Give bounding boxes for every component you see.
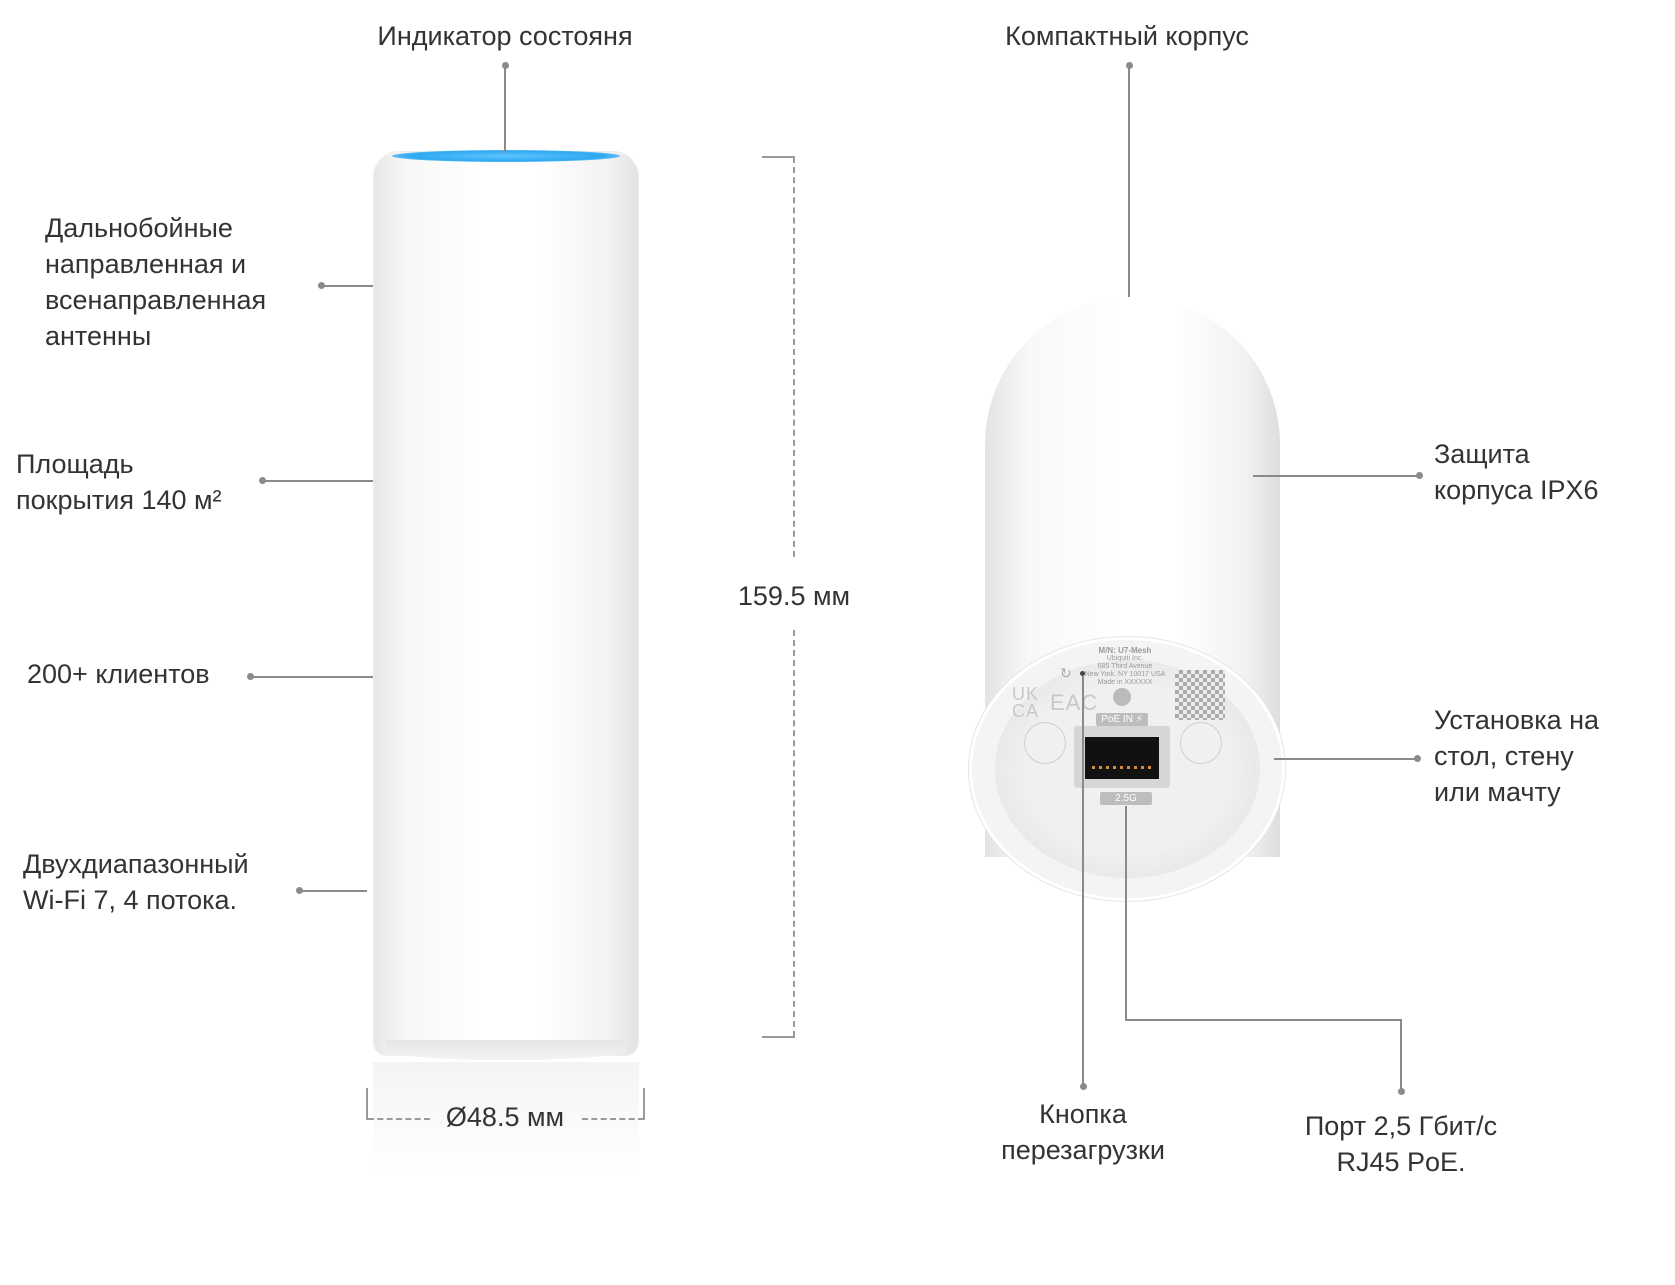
label-line: Двухдиапазонный [23, 849, 249, 879]
dimension-tick-right [643, 1088, 645, 1120]
callout-line [1274, 758, 1418, 760]
rj45-port[interactable] [1085, 737, 1159, 779]
speed-tag: 2.5G [1100, 792, 1152, 805]
label-status-indicator: Индикатор состояня [377, 21, 633, 51]
certification-marks: UK CA [1012, 684, 1040, 721]
sticker-line: New York, NY 10017 USA [1084, 671, 1166, 678]
reset-icon: ↻ [1060, 665, 1072, 681]
callout-dot [318, 282, 325, 289]
sticker-line: Ubiquiti Inc. [1106, 655, 1144, 662]
callout-line [322, 285, 373, 287]
label-line: Дальнобойные [45, 213, 233, 243]
label-line: корпуса IPX6 [1434, 475, 1599, 505]
label-line: Площадь [16, 449, 134, 479]
label-line: Wi-Fi 7, 4 потока. [23, 885, 238, 915]
reset-button[interactable] [1080, 671, 1085, 676]
callout-line [263, 480, 373, 482]
callout-dot [247, 673, 254, 680]
label-line: покрытия 140 м² [16, 485, 222, 515]
height-dimension: 159.5 мм [737, 581, 851, 611]
qr-code [1175, 670, 1225, 720]
model-number: M/N: U7-Mesh [1098, 646, 1152, 655]
dimension-line [793, 630, 795, 1037]
mark-ca: CA [1012, 701, 1040, 721]
rj45-pins [1092, 766, 1152, 769]
sticker-line: Made in XXXXXX [1097, 679, 1153, 686]
label-line: Защита [1434, 439, 1530, 469]
callout-line [1125, 806, 1127, 1021]
dimension-tick-left [366, 1088, 368, 1120]
poe-in-tag: PoE IN ⚡ [1096, 713, 1148, 726]
callout-dot [296, 887, 303, 894]
label-line: Кнопка [1039, 1099, 1127, 1129]
device-sticker: M/N: U7-Mesh Ubiquiti Inc. 685 Third Ave… [1085, 647, 1166, 687]
label-line: антенны [45, 321, 152, 351]
callout-line [1128, 65, 1130, 297]
access-point-front-view [373, 151, 639, 1056]
callout-dot [259, 477, 266, 484]
callout-line [300, 890, 367, 892]
callout-dot [1416, 472, 1423, 479]
screw-hole [1113, 688, 1131, 706]
mount-hole [1024, 722, 1066, 764]
label-line: или мачту [1434, 777, 1561, 807]
callout-line [1082, 676, 1084, 1086]
callout-line [504, 65, 506, 153]
device-base [385, 1040, 627, 1060]
label-wifi: Двухдиапазонный Wi-Fi 7, 4 потока. [23, 846, 249, 918]
mark-uk: UK [1012, 684, 1040, 704]
callout-dot [1414, 755, 1421, 762]
dimension-line [582, 1118, 644, 1120]
label-line: направленная и [45, 249, 247, 279]
label-antennas: Дальнобойные направленная и всенаправлен… [45, 210, 266, 354]
callout-line [1125, 1019, 1402, 1021]
callout-line [1253, 475, 1420, 477]
label-line: Порт 2,5 Гбит/с [1304, 1111, 1498, 1141]
label-line: стол, стену [1434, 741, 1574, 771]
callout-dot [1398, 1088, 1405, 1095]
label-port: Порт 2,5 Гбит/с RJ45 PoE. [1305, 1108, 1497, 1180]
label-line: всенаправленная [45, 285, 267, 315]
diameter-dimension: Ø48.5 мм [445, 1102, 565, 1132]
callout-dot [1080, 1083, 1087, 1090]
label-clients: 200+ клиентов [27, 659, 210, 689]
dimension-tick-top [762, 156, 795, 158]
label-mounting: Установка на стол, стену или мачту [1434, 702, 1599, 810]
sticker-line: 685 Third Avenue [1097, 663, 1153, 670]
label-line: RJ45 PoE. [1336, 1147, 1466, 1177]
callout-line [1400, 1019, 1402, 1091]
device-reflection [373, 1062, 639, 1172]
dimension-line [368, 1118, 430, 1120]
label-line: перезагрузки [1001, 1135, 1165, 1165]
dimension-tick-bottom [762, 1036, 795, 1038]
label-ipx6: Защита корпуса IPX6 [1434, 436, 1599, 508]
label-compact: Компактный корпус [1005, 21, 1249, 51]
label-line: Установка на [1434, 705, 1600, 735]
dimension-line [793, 157, 795, 557]
status-led-ring [392, 150, 620, 162]
callout-line [251, 676, 373, 678]
label-coverage: Площадь покрытия 140 м² [16, 446, 222, 518]
label-reset: Кнопка перезагрузки [1001, 1096, 1165, 1168]
mount-hole [1180, 722, 1222, 764]
mark-eac: EAC [1050, 690, 1099, 715]
